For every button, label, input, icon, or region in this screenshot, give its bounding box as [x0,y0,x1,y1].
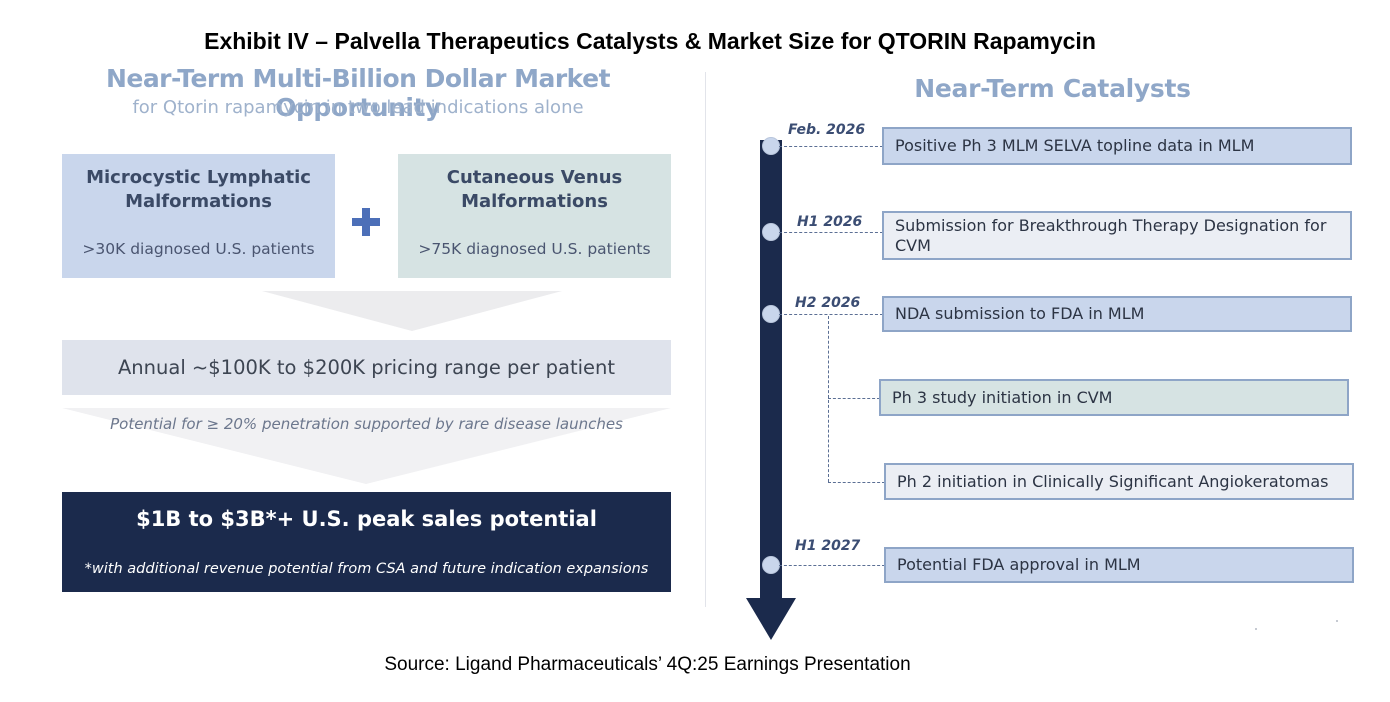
decorative-tick [1336,620,1338,622]
source-note: Source: Ligand Pharmaceuticals’ 4Q:25 Ea… [384,654,911,675]
indication-name-cvm: Cutaneous Venus Malformations [446,167,623,212]
timeline-connector [779,314,883,315]
peak-sales-box: $1B to $3B*+ U.S. peak sales potential *… [62,492,671,592]
indication-patients-cvm: >75K diagnosed U.S. patients [418,240,651,258]
indication-box-cvm: Cutaneous Venus Malformations >75K diagn… [398,154,671,278]
timeline-arrow-down-icon [746,598,796,640]
catalyst-text: Ph 3 study initiation in CVM [892,387,1113,407]
panel-divider [705,72,706,607]
catalyst-text: Submission for Breakthrough Therapy Desi… [895,215,1327,255]
catalyst-box: Positive Ph 3 MLM SELVA topline data in … [882,127,1352,165]
timeline-dot [762,305,780,323]
market-subtitle: for Qtorin rapamycin in two lead indicat… [132,97,584,118]
catalyst-box: NDA submission to FDA in MLM [882,296,1352,332]
timeline-dot [762,556,780,574]
timeline-connector [779,565,885,566]
market-title: Near-Term Multi-Billion Dollar Market Op… [105,64,611,122]
funnel-arrow-top [262,291,562,331]
pricing-text: Annual ~$100K to $200K pricing range per… [117,356,616,379]
catalyst-text: NDA submission to FDA in MLM [895,304,1145,323]
catalyst-date: H2 2026 [795,295,861,311]
pricing-box: Annual ~$100K to $200K pricing range per… [62,340,671,395]
catalyst-box: Submission for Breakthrough Therapy Desi… [882,211,1352,260]
indication-patients-mlm: >30K diagnosed U.S. patients [82,240,315,258]
timeline-bar [760,140,782,600]
indication-name-mlm: Microcystic Lymphatic Malformations [86,167,311,212]
catalyst-text: Positive Ph 3 MLM SELVA topline data in … [895,136,1255,155]
penetration-label: Potential for ≥ 20% penetration supporte… [110,415,623,433]
exhibit-title: Exhibit IV – Palvella Therapeutics Catal… [204,28,1096,54]
peak-sales-footnote: *with additional revenue potential from … [84,561,649,577]
catalysts-title: Near-Term Catalysts [914,74,1191,103]
catalyst-date: Feb. 2026 [788,122,866,138]
catalyst-text: Potential FDA approval in MLM [897,555,1141,574]
catalyst-date: H1 2027 [795,538,861,554]
peak-sales-text: $1B to $3B*+ U.S. peak sales potential [136,507,597,531]
penetration-text: Potential for ≥ 20% penetration supporte… [62,414,671,434]
timeline-branch-connector [828,316,829,482]
indication-box-mlm: Microcystic Lymphatic Malformations >30K… [62,154,335,278]
timeline-connector [828,482,885,483]
catalyst-box: Ph 2 initiation in Clinically Significan… [884,463,1354,500]
timeline-connector [779,146,883,147]
funnel-arrow-bottom [62,408,671,484]
catalyst-box: Potential FDA approval in MLM [884,547,1354,583]
catalyst-text: Ph 2 initiation in Clinically Significan… [897,471,1329,491]
timeline-dot [762,223,780,241]
timeline-dot [762,137,780,155]
timeline-connector [828,398,880,399]
decorative-tick [1255,628,1257,630]
catalyst-date: H1 2026 [797,214,863,230]
plus-icon-vertical [362,208,370,236]
catalyst-box: Ph 3 study initiation in CVM [879,379,1349,416]
timeline-connector [779,232,883,233]
